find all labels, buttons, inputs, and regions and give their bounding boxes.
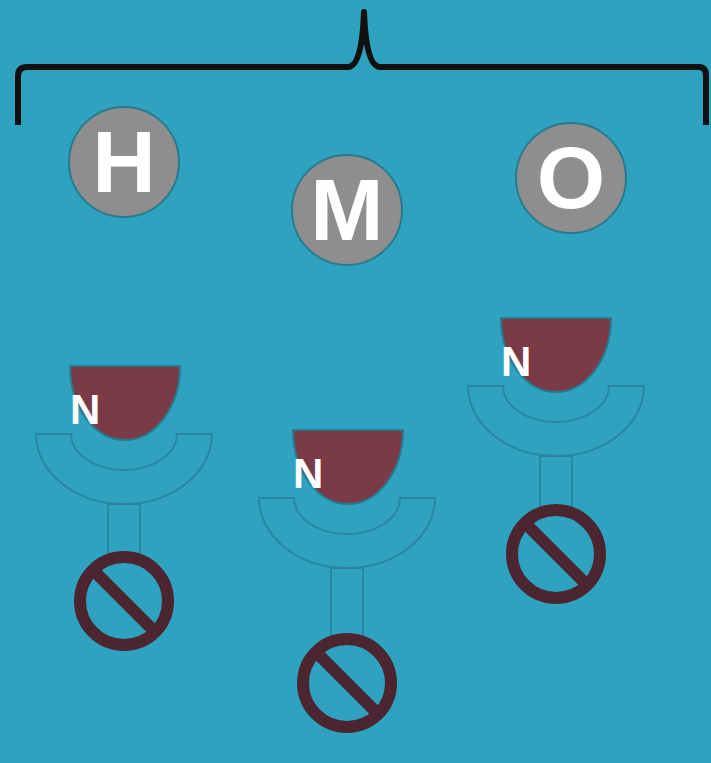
node-letter: O	[537, 134, 605, 222]
node-letter: N	[293, 453, 323, 495]
receptor-cup	[259, 498, 435, 568]
prohibition-sign	[512, 510, 600, 598]
prohibition-sign	[303, 639, 391, 727]
hormone-circle: O	[515, 122, 627, 234]
receptor	[36, 434, 212, 645]
hormone-circle: H	[68, 106, 180, 218]
node-letter: H	[92, 118, 156, 206]
blocker-shape: N	[70, 366, 180, 440]
blocker-shape: N	[293, 430, 403, 504]
receptor-cup	[468, 386, 644, 456]
blocker-shape: N	[501, 318, 611, 392]
node-letter: M	[310, 166, 383, 254]
prohibition-sign	[80, 557, 168, 645]
receptor	[259, 498, 435, 727]
node-letter: N	[501, 341, 531, 383]
receptor	[468, 386, 644, 598]
hormone-circle: M	[291, 154, 403, 266]
node-letter: N	[70, 389, 100, 431]
receptor-cup	[36, 434, 212, 504]
